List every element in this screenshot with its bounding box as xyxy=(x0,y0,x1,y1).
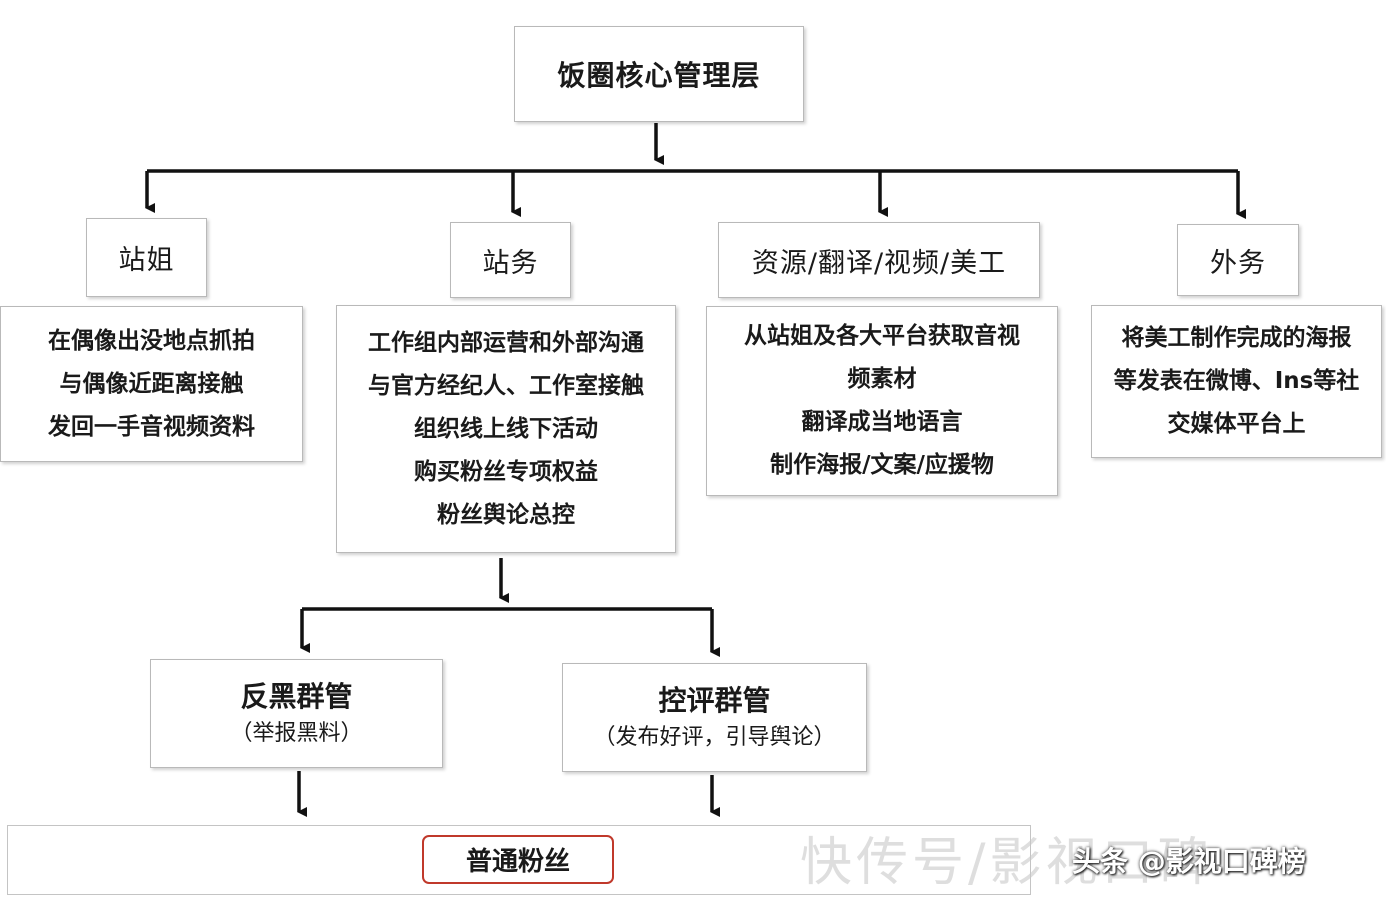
fans-text: 普通粉丝 xyxy=(465,847,570,877)
role-desc-zhanjie: 在偶像出没地点抓拍 与偶像近距离接触 发回一手音视频资料 xyxy=(0,306,303,462)
desc-line: 购买粉丝专项权益 xyxy=(414,458,598,485)
root-label: 饭圈核心管理层 xyxy=(557,59,761,92)
desc-line: 将美工制作完成的海报 xyxy=(1121,325,1352,351)
role-title: 外务 xyxy=(1210,247,1266,279)
role-title: 资源/翻译/视频/美工 xyxy=(751,247,1007,279)
group-note: （举报黑料） xyxy=(230,720,363,746)
role-desc-waiwu: 将美工制作完成的海报 等发表在微博、Ins等社 交媒体平台上 xyxy=(1091,305,1382,458)
ordinary-fans-label: 普通粉丝 xyxy=(422,835,614,884)
desc-line: 翻译成当地语言 xyxy=(801,409,963,435)
desc-line: 频素材 xyxy=(847,366,917,392)
group-title: 控评群管 xyxy=(658,683,771,717)
group-kongping: 控评群管 （发布好评，引导舆论） xyxy=(562,663,867,772)
desc-line: 在偶像出没地点抓拍 xyxy=(48,327,255,354)
role-header-zhanwu: 站务 xyxy=(450,222,571,298)
desc-line: 从站姐及各大平台获取音视 xyxy=(744,323,1020,349)
desc-line: 工作组内部运营和外部沟通 xyxy=(368,329,644,356)
watermark-large: 快传号/影视口碑 xyxy=(800,833,1214,893)
role-header-zhanjie: 站姐 xyxy=(86,218,207,297)
role-header-waiwu: 外务 xyxy=(1177,224,1299,296)
desc-line: 制作海报/文案/应援物 xyxy=(770,452,994,478)
desc-line: 与偶像近距离接触 xyxy=(59,370,244,397)
role-desc-zhanwu: 工作组内部运营和外部沟通 与官方经纪人、工作室接触 组织线上线下活动 购买粉丝专… xyxy=(336,305,676,553)
role-header-resources: 资源/翻译/视频/美工 xyxy=(718,222,1040,298)
desc-line: 组织线上线下活动 xyxy=(414,415,598,442)
role-title: 站姐 xyxy=(118,245,175,276)
group-note: （发布好评，引导舆论） xyxy=(593,724,836,750)
root-node: 饭圈核心管理层 xyxy=(514,26,804,122)
desc-line: 粉丝舆论总控 xyxy=(437,501,575,528)
desc-line: 发回一手音视频资料 xyxy=(48,413,255,440)
role-title: 站务 xyxy=(482,247,539,279)
desc-line: 等发表在微博、Ins等社 xyxy=(1113,368,1360,394)
desc-line: 交媒体平台上 xyxy=(1167,411,1306,437)
desc-line: 与官方经纪人、工作室接触 xyxy=(368,372,644,399)
group-fanhei: 反黑群管 （举报黑料） xyxy=(150,659,443,768)
group-title: 反黑群管 xyxy=(240,679,353,713)
role-desc-resources: 从站姐及各大平台获取音视 频素材 翻译成当地语言 制作海报/文案/应援物 xyxy=(706,306,1058,496)
watermark-small: 头条 @影视口碑榜 xyxy=(1072,845,1306,878)
